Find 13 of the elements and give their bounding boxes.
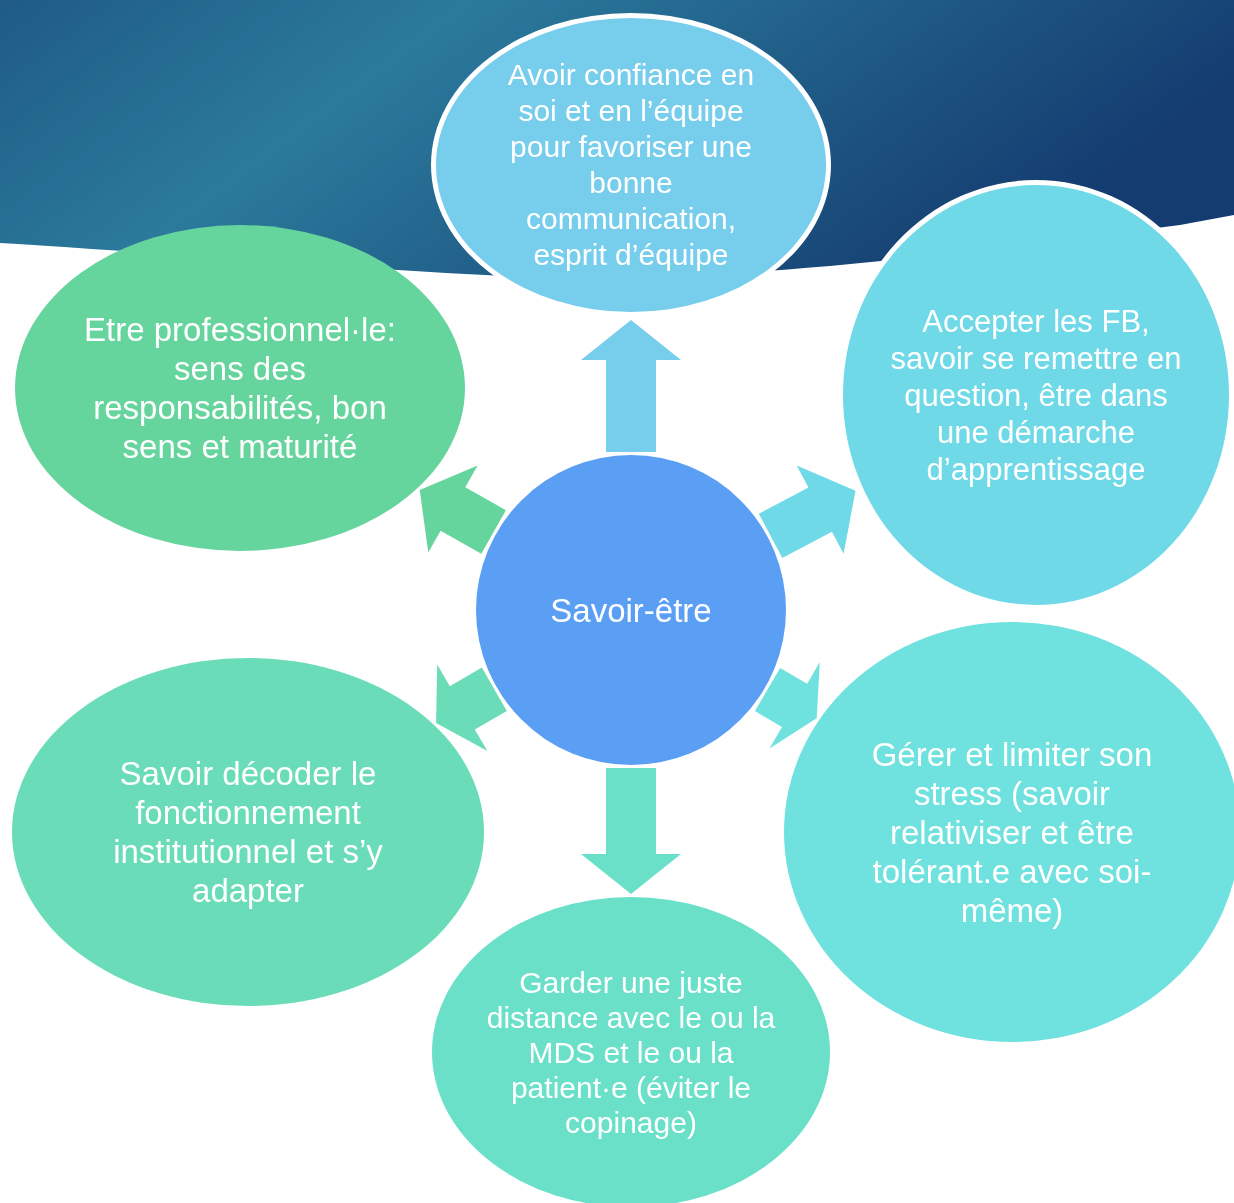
block-arrow xyxy=(581,768,681,894)
node-text: Savoir décoder le fonctionnement institutionnel et s’y adapter xyxy=(112,754,384,910)
block-arrow xyxy=(419,465,506,554)
block-arrow xyxy=(754,662,820,749)
node-text: Avoir confiance en soi et en l’équipe pour favoriser une bonne communication, esprit d’équipe xyxy=(506,57,756,273)
node-text: Accepter les FB, savoir se remettre en question, être dans une démarche d’apprentissage xyxy=(889,302,1183,488)
node-text: Savoir-être xyxy=(549,590,713,630)
node-text: Garder une juste distance avec le ou la MDS et le ou la patient·e (éviter le copinage) xyxy=(485,964,777,1140)
node-text: Gérer et limiter son stress (savoir relativiser et être tolérant.e avec soi-même) xyxy=(870,734,1154,930)
block-arrow xyxy=(581,320,681,452)
block-arrow xyxy=(758,465,856,558)
block-arrow xyxy=(436,664,507,751)
node-text: Etre professionnel·le: sens des responsabilités, bon sens et maturité xyxy=(83,310,397,466)
